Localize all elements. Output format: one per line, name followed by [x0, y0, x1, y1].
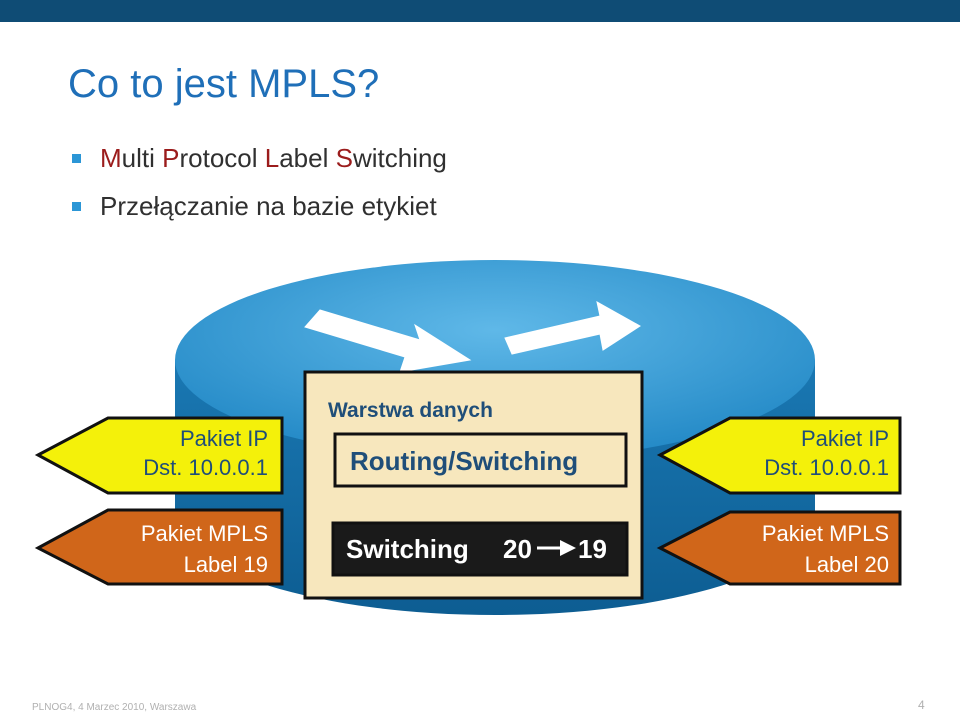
- switching-box: [331, 521, 629, 577]
- routing-box: [333, 432, 628, 488]
- slide-title: Co to jest MPLS?: [68, 62, 380, 106]
- footer-event: PLNOG4, 4 Marzec 2010, Warszawa: [32, 702, 197, 713]
- right-ip-line1: Pakiet IP: [801, 426, 889, 451]
- page-number: 4: [918, 698, 925, 712]
- right-mpls-line2: Label 20: [805, 552, 889, 577]
- right-ip-packet-arrow: Pakiet IP Dst. 10.0.0.1: [656, 416, 902, 495]
- label-in: 20: [503, 534, 532, 564]
- left-ip-packet-arrow: Pakiet IP Dst. 10.0.0.1: [34, 416, 284, 495]
- panel-heading: Warstwa danych: [328, 399, 493, 422]
- routing-label: Routing/Switching: [350, 446, 578, 476]
- left-mpls-line2: Label 19: [184, 552, 268, 577]
- label-swap-arrow-icon: [537, 540, 576, 556]
- left-ip-line2: Dst. 10.0.0.1: [143, 455, 268, 480]
- right-mpls-line1: Pakiet MPLS: [762, 521, 889, 546]
- left-ip-line1: Pakiet IP: [180, 426, 268, 451]
- bullet-list: Multi Protocol Label Switching Przełącza…: [72, 140, 447, 236]
- right-mpls-packet-arrow: Pakiet MPLS Label 20: [656, 510, 902, 586]
- right-ip-line2: Dst. 10.0.0.1: [764, 455, 889, 480]
- top-bar: [0, 0, 960, 22]
- label-out: 19: [578, 534, 607, 564]
- left-mpls-line1: Pakiet MPLS: [141, 521, 268, 546]
- bullet-mpls-expansion: Multi Protocol Label Switching: [72, 140, 447, 188]
- data-plane-panel: Warstwa danych Routing/Switching Switchi…: [303, 370, 644, 600]
- bullet-label-switching: Przełączanie na bazie etykiet: [72, 188, 447, 236]
- switching-label: Switching: [346, 534, 469, 564]
- left-mpls-packet-arrow: Pakiet MPLS Label 19: [34, 508, 284, 586]
